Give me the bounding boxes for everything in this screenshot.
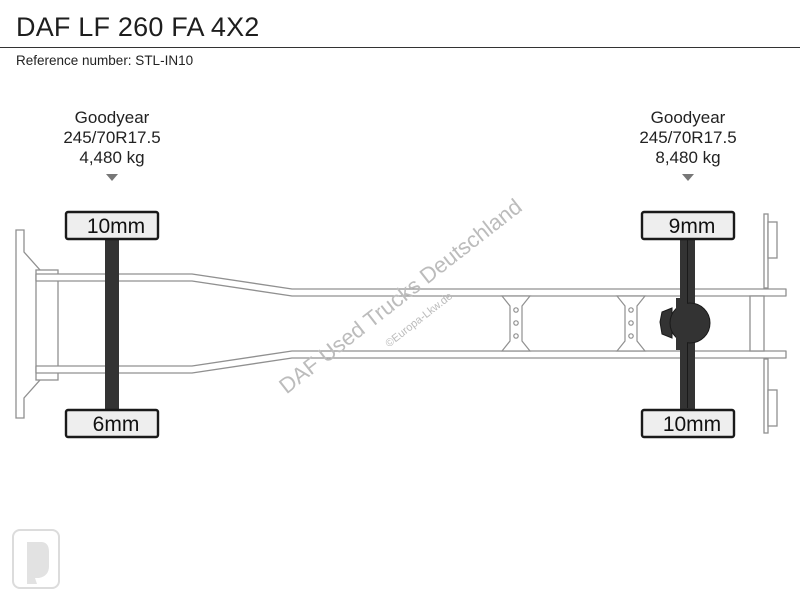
front-axle-marker-icon bbox=[106, 174, 118, 181]
rear-end-assembly bbox=[749, 213, 778, 434]
rear-right-tire bbox=[640, 408, 736, 439]
front-axle-load: 4,480 kg bbox=[79, 148, 145, 167]
front-left-tire bbox=[64, 210, 160, 241]
lower-frame-rail bbox=[35, 350, 787, 374]
front-axle: 10mm 6mm bbox=[64, 210, 160, 439]
front-right-tread: 6mm bbox=[93, 413, 140, 436]
front-right-tire bbox=[64, 408, 160, 439]
front-axle-beam bbox=[105, 236, 119, 412]
rear-tire-size: 245/70R17.5 bbox=[639, 128, 737, 147]
page-title: DAF LF 260 FA 4X2 bbox=[16, 12, 260, 42]
front-axle-info: Goodyear 245/70R17.5 4,480 kg bbox=[22, 108, 202, 168]
chassis-frame bbox=[35, 273, 787, 374]
front-tire-brand: Goodyear bbox=[74, 108, 150, 127]
europa-lkw-logo-icon bbox=[12, 529, 60, 589]
rear-tire-brand: Goodyear bbox=[650, 108, 726, 127]
front-left-tread: 10mm bbox=[87, 215, 145, 238]
rear-axle: 9mm 10mm bbox=[640, 210, 736, 439]
front-tire-size: 245/70R17.5 bbox=[63, 128, 161, 147]
cross-members bbox=[500, 295, 647, 352]
rear-axle-marker-icon bbox=[682, 174, 694, 181]
differential-housing bbox=[659, 307, 673, 339]
title-divider bbox=[0, 47, 800, 48]
rear-axle-load: 8,480 kg bbox=[655, 148, 721, 167]
rear-left-tread: 9mm bbox=[669, 215, 716, 238]
watermark: DAF Used Trucks Deutschland ©Europa-Lkw.… bbox=[274, 194, 526, 399]
reference-number: Reference number: STL-IN10 bbox=[16, 53, 194, 68]
rear-right-tread: 10mm bbox=[663, 413, 721, 436]
rear-axle-info: Goodyear 245/70R17.5 8,480 kg bbox=[598, 108, 778, 168]
upper-frame-rail bbox=[35, 273, 787, 297]
rear-left-tire bbox=[640, 210, 736, 241]
front-bumper bbox=[15, 229, 59, 419]
